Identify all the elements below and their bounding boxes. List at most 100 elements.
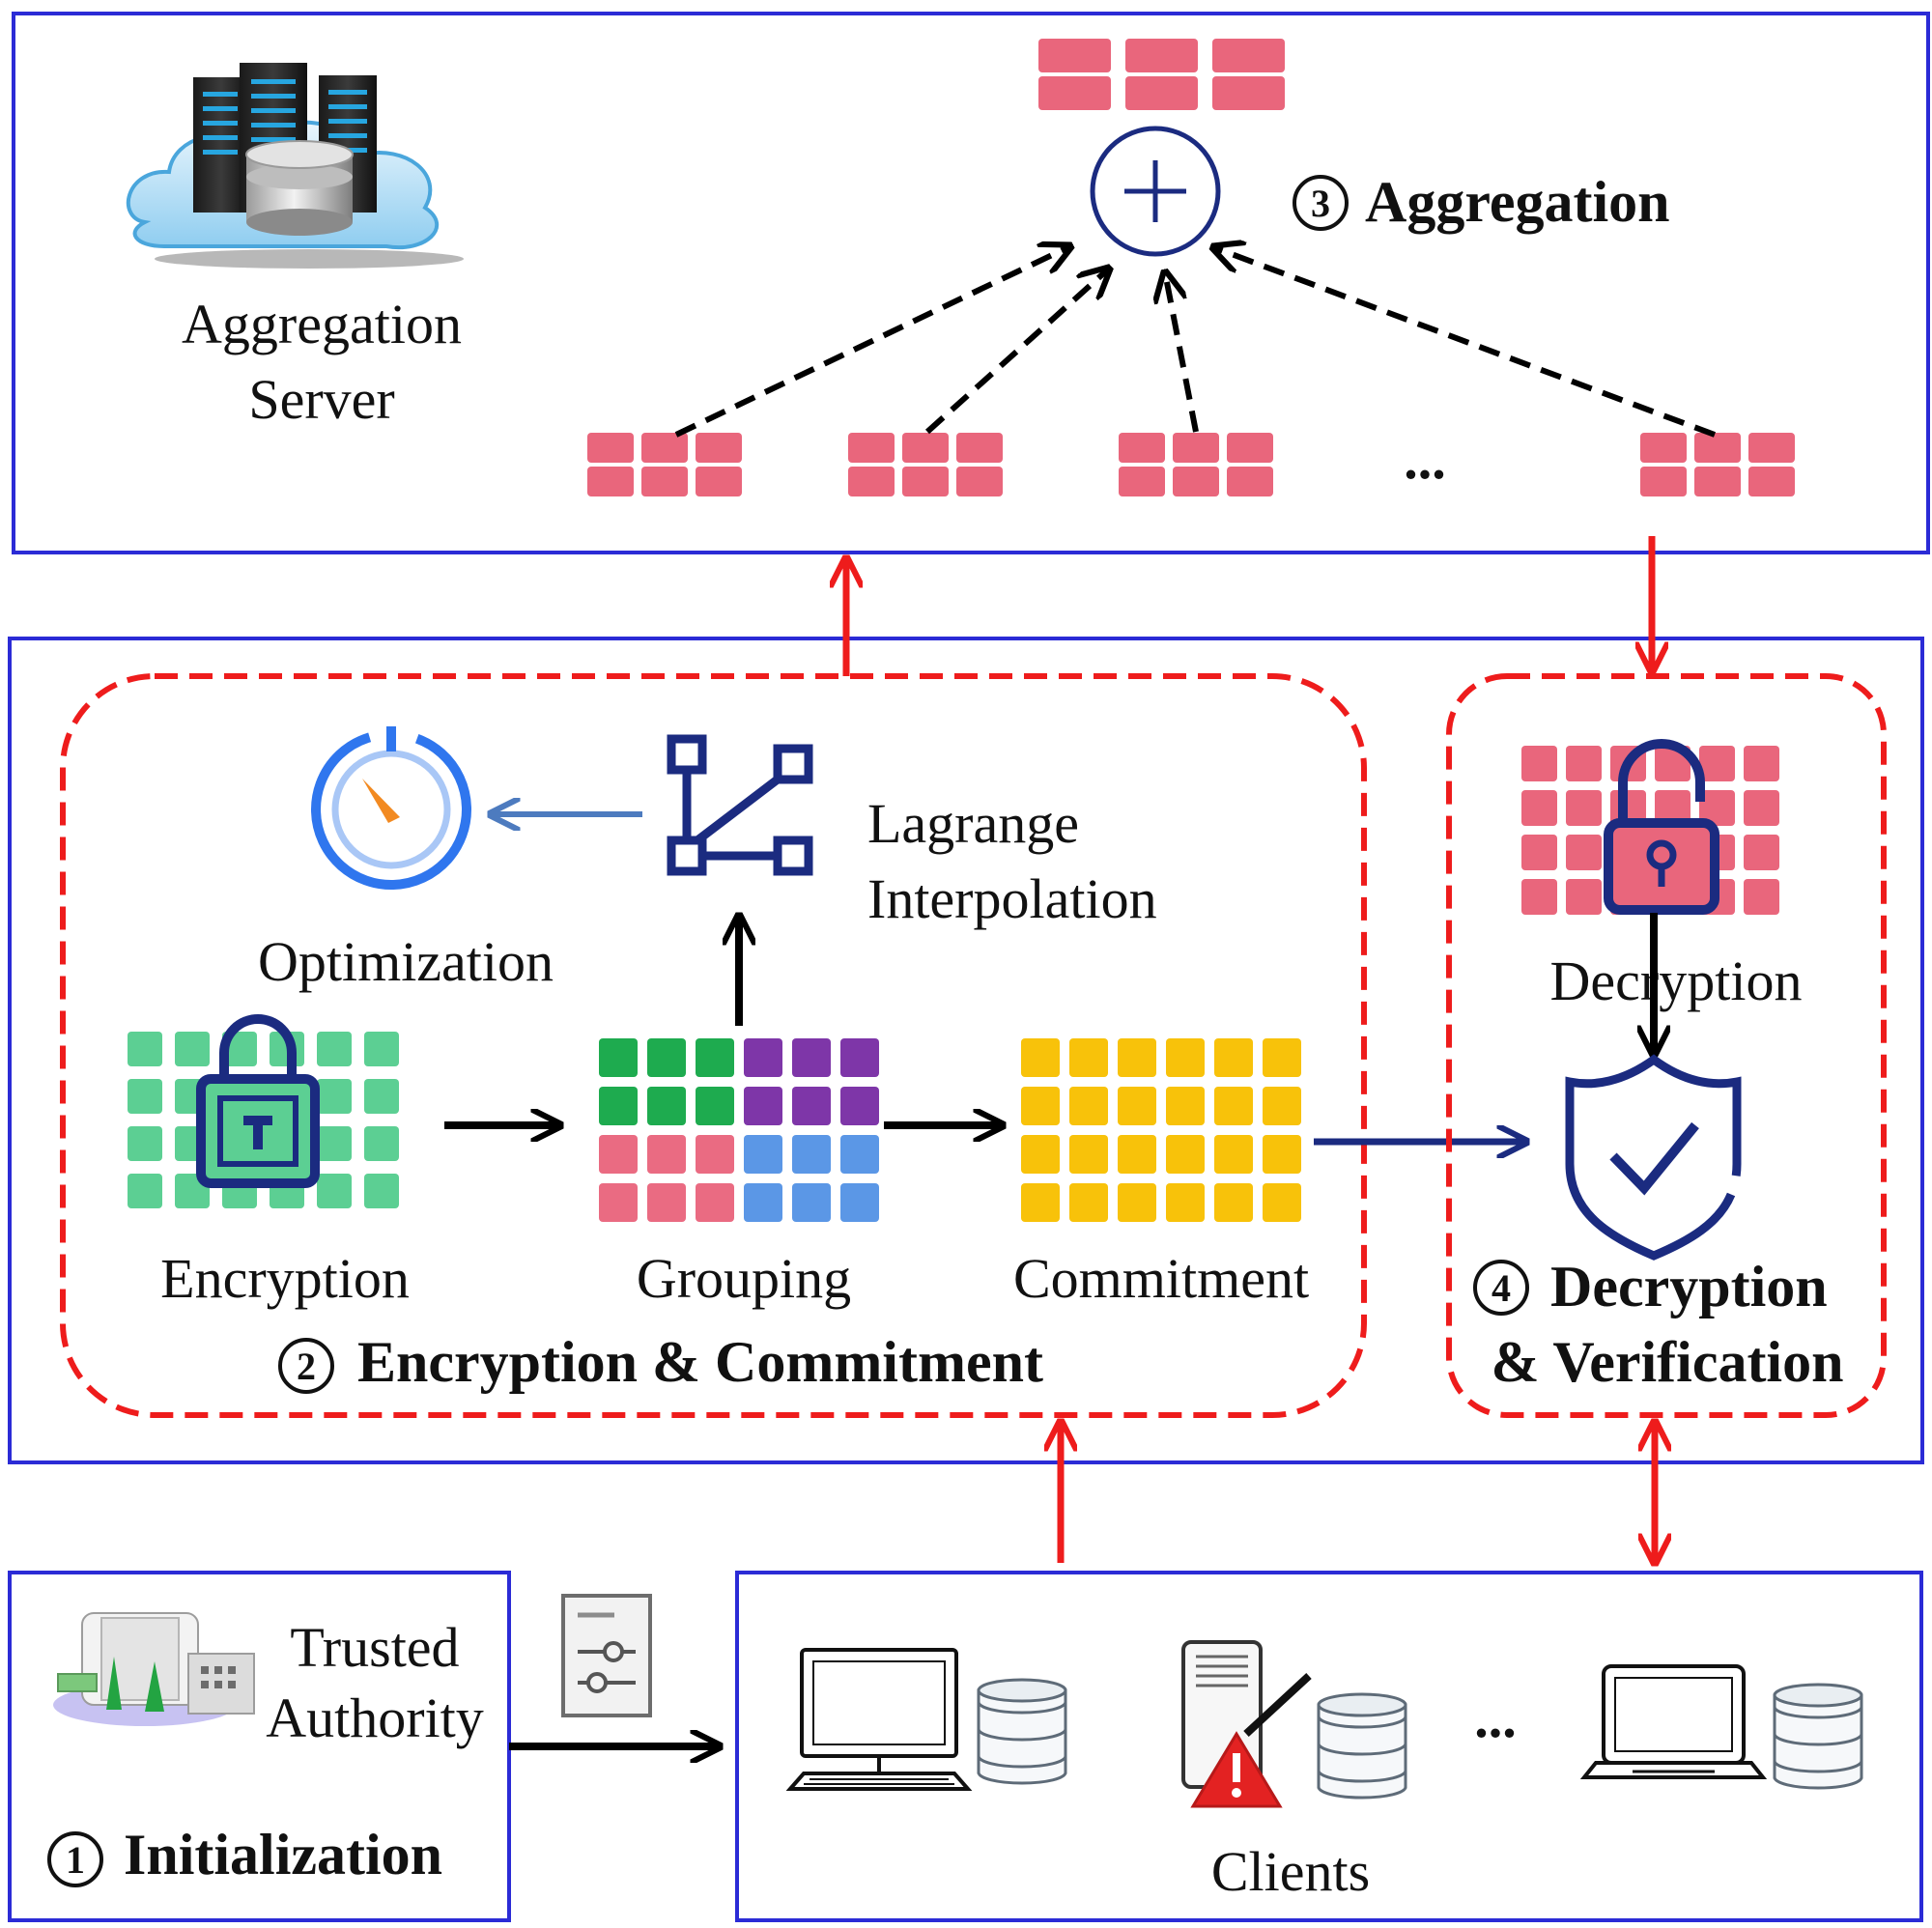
commitment-cell (1118, 1135, 1156, 1174)
commitment-cell (1021, 1087, 1060, 1125)
initialization-panel: Trusted Authority 1 Initialization (8, 1571, 511, 1922)
dashed-arrow (1165, 272, 1199, 433)
grouped-cell (840, 1135, 879, 1174)
encrypted-cell (175, 1032, 210, 1066)
model-cell (587, 433, 634, 463)
grouped-cell (792, 1038, 831, 1077)
model-cell (1694, 433, 1741, 463)
commitment-label: Commitment (1013, 1247, 1309, 1310)
commitment-cell (1069, 1087, 1108, 1125)
client-update-block (587, 433, 742, 496)
encryption-step-label: Encryption & Commitment (357, 1330, 1043, 1394)
aggregation-ellipsis: ... (1404, 428, 1446, 491)
encrypted-cell (317, 1126, 352, 1161)
encrypted-cell (317, 1032, 352, 1066)
commitment-cell (1166, 1183, 1205, 1222)
decrypted-cell (1744, 879, 1779, 915)
grouped-cell (647, 1038, 686, 1077)
model-cell (848, 433, 895, 463)
commitment-cell (1118, 1038, 1156, 1077)
decrypted-cell (1521, 746, 1557, 781)
encrypted-cell (364, 1079, 399, 1114)
decrypted-cell (1699, 746, 1735, 781)
dashed-arrow (1213, 247, 1717, 438)
lagrange-label-line2: Interpolation (867, 867, 1157, 930)
decrypted-cell (1521, 790, 1557, 826)
commitment-cell (1069, 1183, 1108, 1222)
grouped-cell (599, 1038, 638, 1077)
grouped-cell (792, 1135, 831, 1174)
grouped-cell (647, 1087, 686, 1125)
model-cell (1125, 39, 1198, 72)
shield-check-icon (1565, 1054, 1742, 1261)
model-cell (1227, 433, 1273, 463)
plus-circle-icon (1090, 126, 1221, 257)
model-cell (1640, 433, 1687, 463)
aggregation-step-label: Aggregation (1365, 170, 1670, 234)
decrypted-cell (1744, 790, 1779, 826)
laptop-icon (1579, 1664, 1768, 1779)
server-label-line1: Aggregation (182, 293, 462, 355)
grouped-cell (647, 1183, 686, 1222)
commitment-cell (1021, 1038, 1060, 1077)
encryption-step-number: 2 (297, 1345, 316, 1388)
model-cell (696, 467, 742, 496)
optimization-label: Optimization (258, 930, 554, 993)
graph-network-icon (667, 734, 813, 876)
model-cell (848, 467, 895, 496)
commitment-cell (1166, 1135, 1205, 1174)
model-cell (1212, 76, 1285, 110)
initialization-step-label: Initialization (124, 1823, 442, 1886)
encrypted-cell (317, 1174, 352, 1208)
grouped-cell (792, 1183, 831, 1222)
grouped-cell (792, 1087, 831, 1125)
grouping-label: Grouping (637, 1247, 851, 1310)
decryption-step-label-line2: & Verification (1492, 1330, 1844, 1394)
grouped-cell (696, 1087, 734, 1125)
decryption-step-label-line1: Decryption (1550, 1255, 1828, 1318)
initialization-step-title: 1 Initialization (47, 1823, 442, 1887)
encrypted-cell (128, 1126, 162, 1161)
encrypted-cell (364, 1126, 399, 1161)
commitment-cell (1263, 1038, 1301, 1077)
server-label-line2: Server (248, 368, 394, 431)
decrypted-cell (1566, 746, 1602, 781)
grouped-cell (696, 1183, 734, 1222)
decrypted-cell (1521, 879, 1557, 915)
model-cell (956, 467, 1003, 496)
phone-warning-icon (1181, 1640, 1312, 1808)
client-update-block (1640, 433, 1795, 496)
database-icon (977, 1678, 1067, 1785)
decrypted-cell (1566, 835, 1602, 870)
grouped-cell (696, 1038, 734, 1077)
commitment-cell (1263, 1135, 1301, 1174)
grouped-cell (840, 1087, 879, 1125)
decryption-step-number: 4 (1492, 1266, 1511, 1310)
decryption-label: Decryption (1550, 950, 1803, 1012)
dashed-arrow (674, 246, 1070, 438)
aggregated-model-block (1038, 39, 1285, 110)
model-cell (587, 467, 634, 496)
desktop-computer-icon (785, 1648, 973, 1791)
model-cell (1119, 433, 1165, 463)
clients-label: Clients (1211, 1840, 1370, 1903)
database-icon (1773, 1683, 1863, 1790)
encryption-commitment-panel: Optimization Lagrange Interpolation Encr… (60, 673, 1367, 1418)
encrypted-cell (317, 1079, 352, 1114)
timer-icon (311, 726, 471, 890)
model-cell (641, 467, 688, 496)
decrypted-cell (1744, 835, 1779, 870)
aggregation-step-title: 3 Aggregation (1293, 170, 1670, 234)
encrypted-cell (128, 1174, 162, 1208)
commitment-cell (1069, 1038, 1108, 1077)
commitment-grid (1021, 1038, 1301, 1222)
middle-panel-border (8, 637, 1924, 1464)
commitment-cell (1069, 1135, 1108, 1174)
model-cell (696, 433, 742, 463)
aggregation-panel: Aggregation Server 3 Aggregation ... (12, 12, 1930, 554)
settings-sliders-icon (561, 1594, 652, 1717)
commitment-cell (1263, 1087, 1301, 1125)
grouped-cell (840, 1038, 879, 1077)
unlock-icon (1604, 739, 1719, 915)
